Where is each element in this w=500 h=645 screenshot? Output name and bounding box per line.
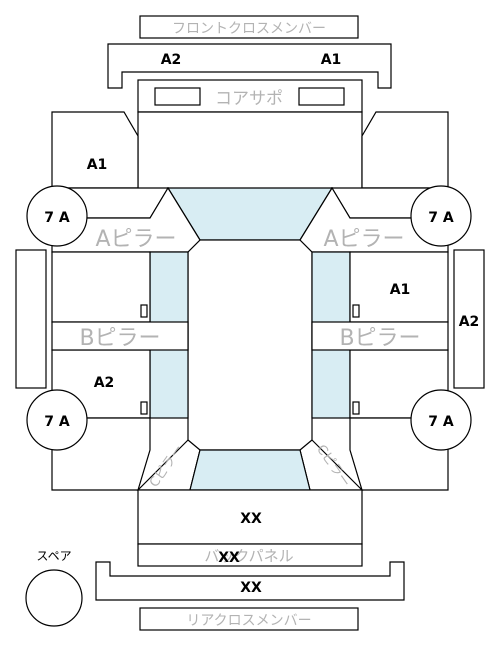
wheel-rear-right-grade: 7 A [428,414,454,430]
b-pillar-right-label: Bピラー [339,326,420,351]
door-handle-fl [140,304,148,318]
back-panel-box [137,543,363,567]
rear-member-grade: XX [240,580,262,596]
wheel-rear-left [26,389,88,451]
spare-label: スペア [36,549,71,563]
rear-cross-member-box [139,607,359,631]
wheel-front-right-grade: 7 A [428,210,454,226]
fender-left [51,111,139,189]
back-panel-label: バックパネル [204,547,293,565]
wheel-front-left-grade: 7 A [44,210,70,226]
door-handle-rr [352,401,360,415]
rocker-left [15,249,47,389]
rear-window [189,449,311,491]
door-rear-left-grade: A2 [94,375,115,391]
rocker-right [453,249,485,389]
back-panel-grade: XX [218,550,240,566]
wheel-rear-right [410,389,472,451]
rear-member-bracket [95,561,405,601]
front-member-bracket [107,43,392,89]
wheel-rear-left-grade: 7 A [44,414,70,430]
fender-right [361,111,449,189]
door-handle-fr [352,304,360,318]
core-support-left-slot [154,87,201,106]
spare-tire [25,569,83,627]
rocker-right-grade: A2 [459,314,480,330]
core-support-label: コアサポ [215,89,283,109]
trunk [137,489,363,545]
front-cross-member-box [139,15,359,39]
fender-left-grade: A1 [87,157,108,173]
a-pillar-left-label: Aピラー [95,227,176,252]
a-pillar-right-label: Aピラー [323,227,404,252]
trunk-grade: XX [240,511,262,527]
b-pillar-left-label: Bピラー [79,326,160,351]
front-member-right-grade: A1 [321,52,342,68]
cabin-roof [187,239,313,451]
door-handle-rl [140,401,148,415]
door-front-right-grade: A1 [390,282,411,298]
wheel-front-left [26,185,88,247]
core-support-right-slot [298,87,345,106]
wheel-front-right [410,185,472,247]
rear-cross-member-label: リアクロスメンバー [186,613,311,629]
front-cross-member-label: フロントクロスメンバー [172,21,326,37]
front-member-left-grade: A2 [161,52,182,68]
door-front-left [51,251,151,323]
b-pillar-right-band [311,321,449,351]
b-pillar-left-band [51,321,189,351]
door-front-right [349,251,449,323]
